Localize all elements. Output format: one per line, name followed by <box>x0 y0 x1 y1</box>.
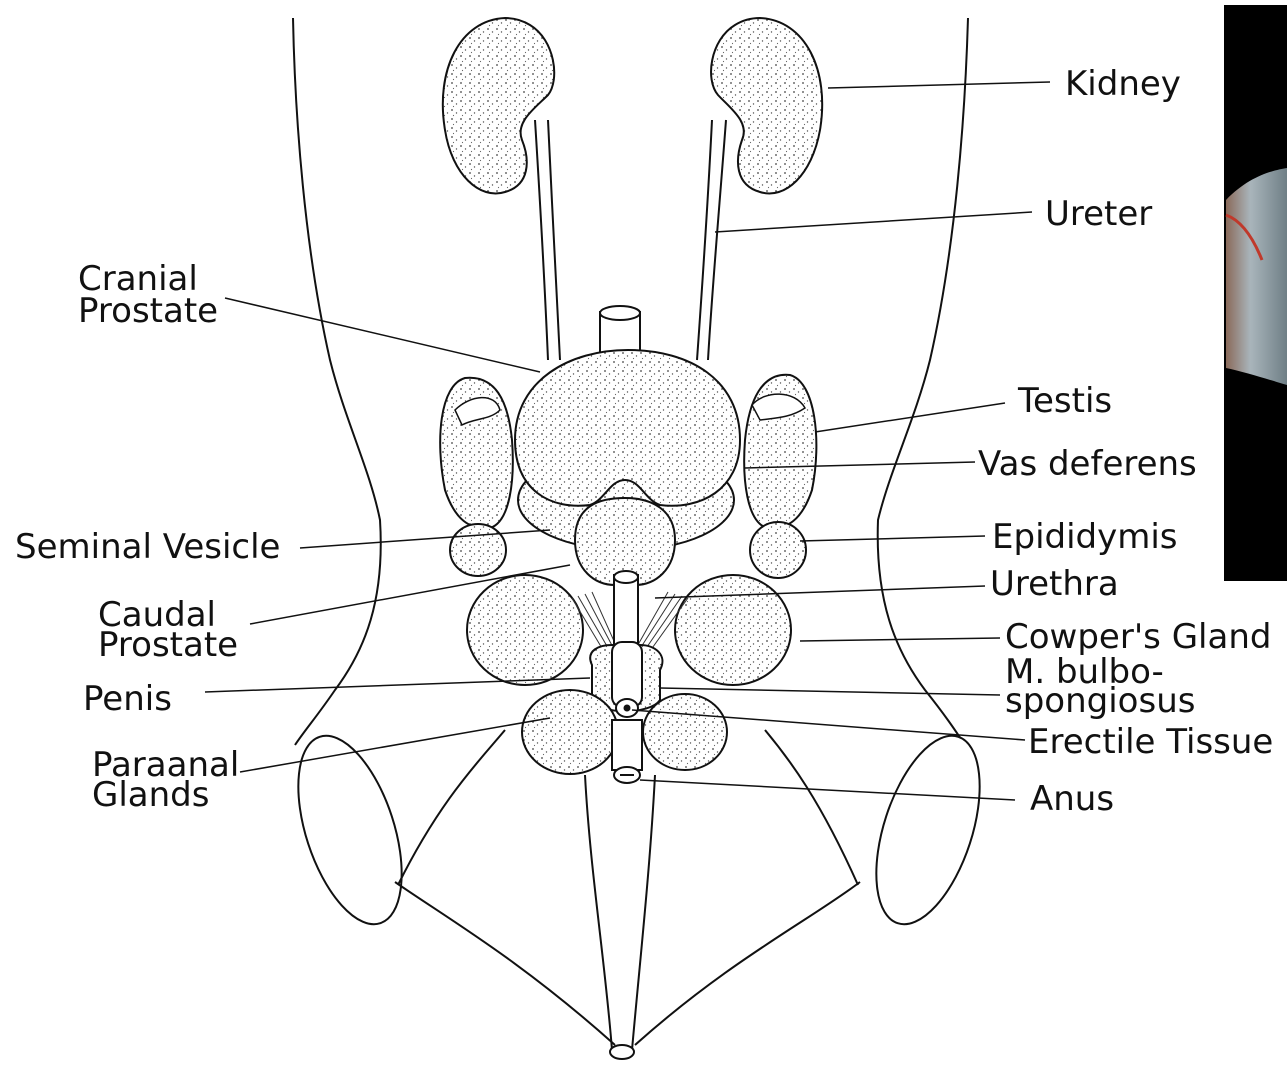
label-epididymis: Epididymis <box>992 517 1178 557</box>
cowpers-gland-left <box>467 575 583 685</box>
label-anus: Anus <box>1030 779 1114 819</box>
label-penis: Penis <box>83 679 172 719</box>
label-ureter: Ureter <box>1045 194 1152 234</box>
cowpers-gland-right <box>675 575 791 685</box>
label-cowpers-gland: Cowper's Gland <box>1005 617 1271 657</box>
urethra-penis <box>590 571 662 717</box>
label-cranial-prostate-2: Prostate <box>78 291 218 331</box>
label-erectile-tissue: Erectile Tissue <box>1028 722 1273 762</box>
testis-left <box>440 378 513 576</box>
label-paraanal-glands-2: Glands <box>92 775 209 815</box>
label-bulbospongiosus-2: spongiosus <box>1005 681 1195 721</box>
label-seminal-vesicle: Seminal Vesicle <box>15 527 280 567</box>
label-kidney: Kidney <box>1065 64 1181 104</box>
label-vas-deferens: Vas deferens <box>978 444 1197 484</box>
photo-inset <box>1224 5 1287 581</box>
testis-right <box>744 375 816 578</box>
label-urethra: Urethra <box>990 564 1119 604</box>
kidney-right <box>711 18 822 193</box>
label-caudal-prostate-2: Prostate <box>98 625 238 665</box>
label-testis: Testis <box>1017 381 1112 421</box>
